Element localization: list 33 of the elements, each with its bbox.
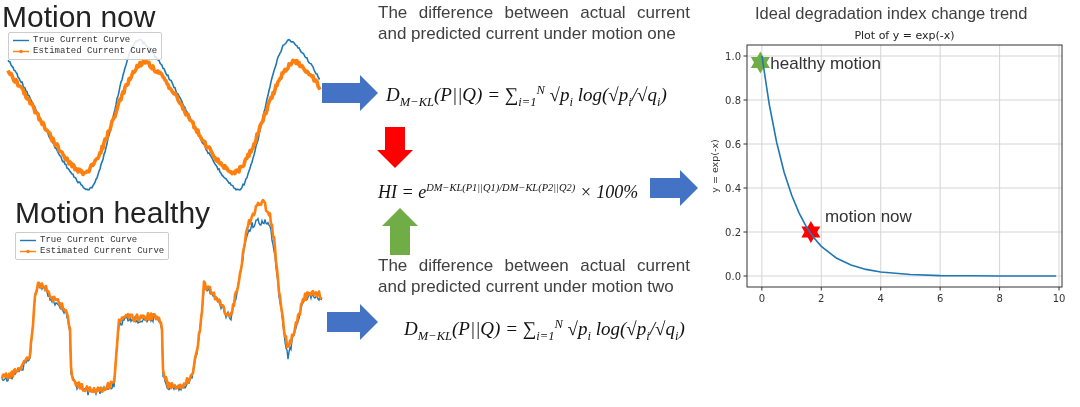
annotation-label: motion now <box>824 207 912 226</box>
tick-label: 10 <box>1052 293 1066 304</box>
arrow <box>322 75 378 111</box>
arrow <box>650 170 698 206</box>
arrow <box>327 304 378 340</box>
description-text: The difference between actual current and predicted current under motion one <box>378 2 690 44</box>
formula: HI = e$^{DM−KL(P1||Q1)/DM−KL(P2||Q2)}$ × 100% <box>378 181 639 204</box>
arrow <box>382 208 418 255</box>
tick-label: 0.8 <box>725 94 741 106</box>
tick-label: 0.0 <box>725 270 741 282</box>
annotation-label: healthy motion <box>770 53 881 73</box>
tick-label: 0.2 <box>725 226 741 238</box>
legend-label: Estimated Current Curve <box>33 46 158 57</box>
chart-title: Plot of y = exp(-x) <box>854 29 955 42</box>
arrow <box>377 127 413 168</box>
formula: D$_{M−KL}$(P||Q) = ∑$_{i=1}$$^{N}$ √p$_{i}$ log(√p$_{i}$/√q$_{i}$) <box>404 316 685 346</box>
tick-label: 2 <box>818 293 825 304</box>
tick-label: 4 <box>877 293 884 304</box>
tick-label: 0.6 <box>725 138 741 150</box>
panel-heading: Motion healthy <box>15 196 211 230</box>
tick-label: 0 <box>758 293 766 304</box>
tick-label: 1.0 <box>725 50 741 62</box>
legend-label: True Current Curve <box>33 35 131 46</box>
description-text: The difference between actual current and predicted current under motion two <box>378 255 690 297</box>
tick-label: 6 <box>936 293 944 304</box>
legend-label: True Current Curve <box>40 235 138 246</box>
panel-heading: Ideal degradation index change trend <box>755 3 1028 23</box>
tick-label: 8 <box>996 293 1003 304</box>
formula: D$_{M−KL}$(P||Q) = ∑$_{i=1}$$^{N}$ √p$_{i}$ log(√p$_{i}$/√q$_{i}$) <box>386 82 667 112</box>
panel-heading: Motion now <box>2 0 156 34</box>
legend-label: Estimated Current Curve <box>40 246 165 257</box>
tick-label: 0.4 <box>725 182 741 194</box>
axis-title: y = exp(-x) <box>708 139 720 193</box>
